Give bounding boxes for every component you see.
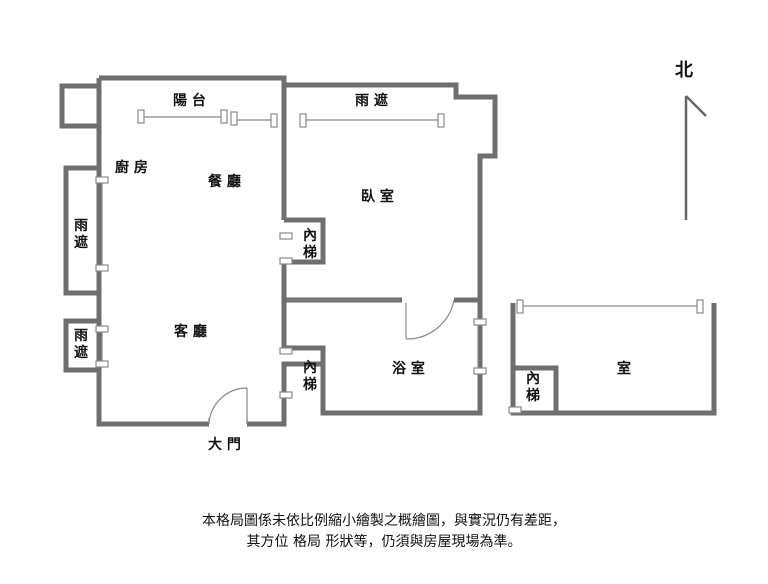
label-balcony: 陽 台 — [173, 92, 206, 109]
bathroom-door — [405, 299, 455, 340]
label-bathroom: 浴 室 — [392, 360, 425, 377]
label-stair-lower: 內梯 — [303, 360, 317, 393]
label-room-right: 室 — [617, 360, 631, 377]
label-north: 北 — [675, 60, 693, 81]
label-living: 客 廳 — [173, 323, 207, 340]
label-shade-left-lower: 雨遮 — [74, 328, 88, 361]
right-room-stair — [513, 365, 559, 413]
stair-lower-box — [284, 345, 326, 364]
shade-left-lower-box — [63, 318, 99, 373]
label-stair-upper: 內梯 — [303, 228, 317, 261]
outer-wall-main — [96, 75, 498, 427]
shade-left-upper-box — [63, 165, 99, 296]
north-arrow-icon — [684, 95, 707, 220]
right-room — [510, 303, 717, 416]
windows — [95, 109, 704, 414]
main-door-swing — [208, 387, 248, 425]
label-shade-left-upper: 雨遮 — [74, 218, 88, 251]
outer-wall — [96, 78, 209, 427]
label-main-door: 大 門 — [208, 436, 241, 453]
label-shade-top: 雨 遮 — [355, 92, 388, 109]
walls — [59, 75, 717, 427]
disclaimer-line-1: 本格局圖係未依比例縮小繪製之概繪圖，與實況仍有差距， — [202, 513, 566, 529]
disclaimer-line-2: 其方位 格局 形狀等，仍須與房屋現場為準。 — [246, 534, 522, 550]
doors — [208, 299, 455, 425]
label-dining: 餐 廳 — [207, 173, 241, 190]
stair-upper-box — [284, 217, 326, 265]
label-bedroom: 臥 室 — [361, 188, 394, 205]
label-kitchen: 廚 房 — [115, 159, 148, 176]
label-stair-right: 內梯 — [526, 371, 540, 404]
main-door-frame — [208, 418, 248, 424]
shade-top-left — [59, 83, 99, 129]
